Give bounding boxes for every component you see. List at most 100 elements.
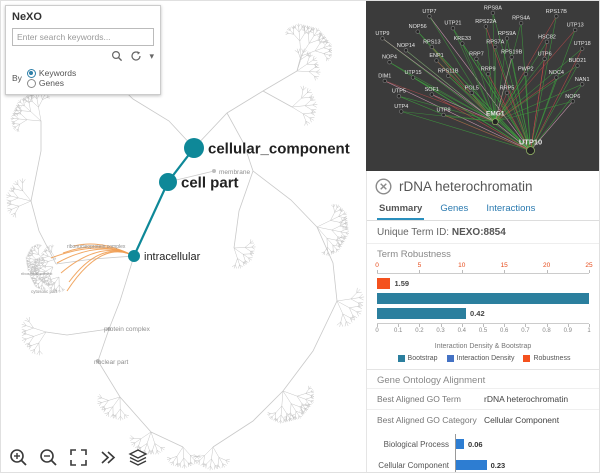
- network-node-label: RPS17B: [546, 9, 567, 15]
- tree-node-cellular-component[interactable]: [184, 138, 204, 158]
- by-label: By: [12, 73, 22, 83]
- network-node-label: RRP5: [500, 85, 515, 91]
- axis-caption: Interaction Density & Bootstrap: [434, 343, 532, 350]
- network-node-label: NOP4: [382, 55, 397, 61]
- term-robustness-title: Term Robustness: [377, 249, 451, 260]
- tab-summary[interactable]: Summary: [377, 200, 425, 220]
- network-node-UTP8[interactable]: [441, 112, 446, 118]
- radio-dot[interactable]: [26, 78, 36, 88]
- network-node-RPS17B[interactable]: [554, 14, 559, 19]
- radio-dot[interactable]: [26, 68, 36, 78]
- network-node-RPS7A[interactable]: [493, 44, 498, 50]
- network-node-label: RPS9A: [498, 31, 516, 37]
- network-node-label: UTP21: [444, 21, 461, 27]
- search-icon[interactable]: [111, 50, 123, 62]
- network-node-UTP6[interactable]: [542, 56, 547, 61]
- tree-node-cell-part[interactable]: [159, 173, 177, 191]
- network-node-UTP13[interactable]: [572, 27, 578, 33]
- network-node-label: BUD21: [569, 58, 587, 64]
- network-node-UTP7[interactable]: [427, 14, 432, 19]
- zoom-in-button[interactable]: [7, 446, 29, 468]
- tab-genes[interactable]: Genes: [440, 203, 469, 214]
- network-node-label: NOP56: [409, 24, 427, 30]
- network-node-label: RPS11B: [438, 68, 459, 74]
- network-node-RPS22A[interactable]: [483, 24, 488, 29]
- network-node-RPS4A[interactable]: [518, 20, 524, 26]
- network-node-label: RPS4A: [512, 16, 530, 22]
- network-node-NOP4[interactable]: [387, 60, 392, 65]
- network-node-KRE33[interactable]: [460, 41, 465, 46]
- network-node-label: ENP1: [429, 53, 443, 59]
- radio-genes[interactable]: Genes: [26, 78, 76, 88]
- zoom-out-button[interactable]: [37, 446, 59, 468]
- search-input[interactable]: [12, 28, 154, 46]
- tab-interactions[interactable]: Interactions: [486, 203, 536, 214]
- legend-bootstrap: Bootstrap: [397, 355, 438, 362]
- network-node-EMG1[interactable]: [491, 118, 499, 126]
- network-node-UTP4[interactable]: [399, 109, 404, 114]
- layers-button[interactable]: [127, 446, 149, 468]
- network-node-RPS9A[interactable]: [504, 36, 510, 41]
- network-node-RPS13[interactable]: [429, 44, 434, 50]
- network-node-PWP2[interactable]: [523, 71, 528, 77]
- network-node-label: UTP10: [519, 138, 542, 147]
- unique-term-id: Unique Term ID: NEXO:8854: [367, 221, 599, 244]
- app-title: NeXO: [12, 11, 42, 23]
- network-node-NOP56[interactable]: [415, 29, 420, 34]
- network-node-HSC82[interactable]: [544, 39, 550, 44]
- network-node-UTP9[interactable]: [380, 36, 385, 41]
- network-node-ENP1[interactable]: [434, 58, 439, 63]
- network-node-UTP15[interactable]: [410, 75, 416, 80]
- tree-label: nuclear part: [94, 359, 129, 366]
- network-node-SOF1[interactable]: [429, 92, 434, 97]
- network-node-POL5[interactable]: [469, 90, 474, 95]
- network-node-BUD21[interactable]: [575, 63, 580, 68]
- network-node-NOC4[interactable]: [554, 75, 559, 80]
- network-node-DIM1[interactable]: [382, 78, 387, 84]
- network-node-label: RPS8A: [484, 5, 502, 11]
- network-node-label: HSC82: [538, 34, 556, 40]
- network-node-UTP10[interactable]: [526, 146, 535, 155]
- network-node-NOP6[interactable]: [570, 99, 575, 104]
- network-node-UTP21[interactable]: [450, 26, 456, 31]
- network-node-label: NOP14: [397, 43, 415, 49]
- tree-node-intracellular[interactable]: [128, 250, 140, 262]
- network-node-label: KRE33: [454, 36, 471, 42]
- network-node-label: UTP13: [567, 22, 584, 28]
- network-node-label: RPS13: [423, 39, 440, 45]
- reset-icon[interactable]: [130, 50, 142, 62]
- network-node-UTP5[interactable]: [396, 94, 402, 99]
- network-node-RRP9[interactable]: [486, 71, 491, 77]
- goa-title: Gene Ontology Alignment: [377, 375, 486, 386]
- network-node-RPS8A[interactable]: [490, 10, 496, 16]
- network-node-RRP5[interactable]: [504, 90, 510, 95]
- network-node-label: NOC4: [549, 70, 564, 76]
- bar-robustness: 1.59: [377, 278, 589, 289]
- layout-flow-button[interactable]: [97, 446, 119, 468]
- tree-toolbar: [7, 446, 149, 468]
- network-node-NOP14[interactable]: [403, 48, 409, 53]
- tree-node-label: intracellular: [144, 251, 201, 263]
- close-icon[interactable]: [375, 178, 392, 195]
- network-node-NAN1[interactable]: [580, 82, 585, 87]
- fit-to-screen-button[interactable]: [67, 446, 89, 468]
- ontology-tree-canvas[interactable]: mitochondrial partmembraneprotein comple…: [1, 1, 366, 472]
- radio-keywords[interactable]: Keywords: [26, 68, 76, 78]
- network-node-label: UTP8: [437, 107, 451, 113]
- network-node-RRP7[interactable]: [474, 56, 479, 61]
- network-node-RPS19B[interactable]: [509, 54, 514, 60]
- network-node-RPS11B[interactable]: [446, 73, 451, 78]
- detail-tabs: Summary Genes Interactions: [367, 200, 599, 221]
- chevron-down-icon[interactable]: ▾: [149, 51, 154, 61]
- term-title: rDNA heterochromatin: [399, 179, 533, 194]
- network-node-UTP18[interactable]: [580, 46, 585, 51]
- network-node-label: POL5: [465, 85, 479, 91]
